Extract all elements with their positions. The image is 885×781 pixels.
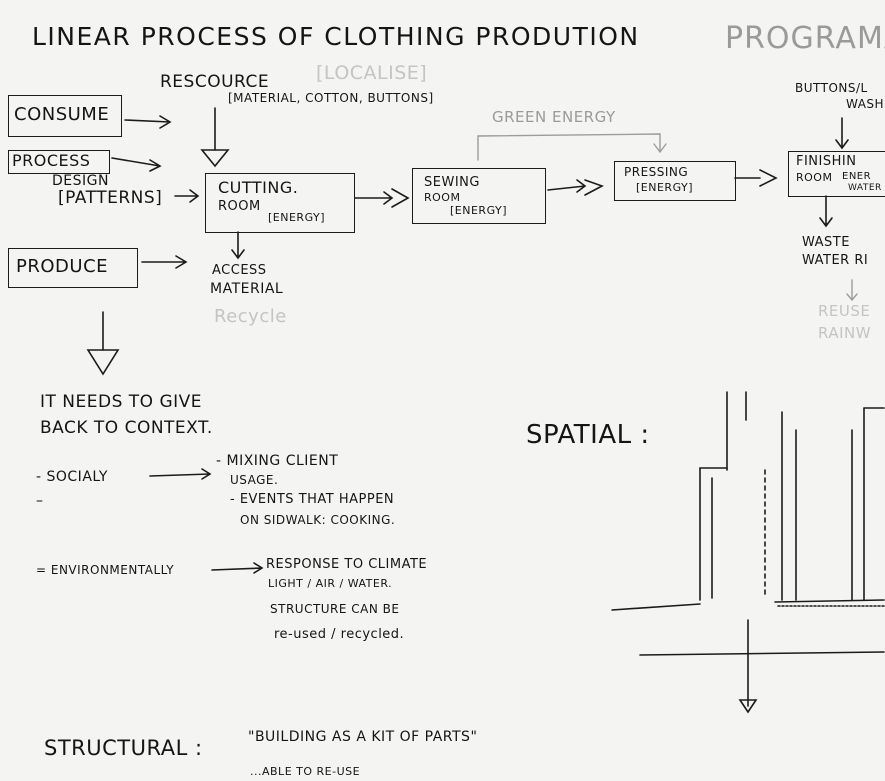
process-label: Process	[12, 151, 91, 170]
waste-down-arrow	[819, 195, 833, 228]
structural-label: Structural :	[44, 736, 203, 760]
environment-point-2b: re-used / recycled.	[274, 627, 405, 642]
environment-arrow	[211, 562, 264, 574]
sewing-label: Sewing	[424, 175, 480, 190]
page-title-programa: Programa	[725, 21, 885, 56]
environment-point-2: Structure can be	[270, 602, 400, 616]
patterns-arrow	[174, 189, 200, 203]
consume-box	[8, 95, 122, 137]
sewing-energy-label: [Energy]	[450, 204, 508, 217]
pressing-box	[614, 161, 736, 201]
spatial-section-sketch	[611, 391, 885, 714]
consume-arrow	[124, 115, 172, 129]
sewing-to-pressing-arrow	[547, 179, 587, 193]
cutting-room-box	[205, 173, 355, 233]
access-label: Access	[212, 263, 267, 278]
reuse-label: Reuse	[818, 302, 871, 320]
structural-quote: "Building as a kit of parts"	[248, 729, 478, 745]
resource-materials: [Material, Cotton, Buttons]	[228, 91, 434, 105]
wash-label: Wash	[846, 97, 885, 111]
cutting-energy-label: [Energy]	[268, 211, 326, 224]
pressing-energy-label: [Energy]	[636, 181, 694, 194]
design-label: Design	[52, 173, 109, 189]
finishing-room-box	[788, 151, 885, 197]
socially-point-2: - Events that happen	[230, 492, 395, 507]
context-heading-line-2: back to context.	[40, 418, 213, 438]
sewing-room-label: Room	[424, 191, 461, 204]
finishing-label: Finishin	[796, 154, 857, 169]
recycle-arrow	[846, 279, 858, 302]
cutting-to-sewing-arrow	[354, 191, 394, 205]
socially-point-1b: usage.	[230, 473, 279, 487]
sewing-room-box	[412, 168, 546, 224]
environmentally-label: = Environmentally	[36, 563, 175, 577]
consume-label: Consume	[14, 104, 110, 125]
water-label: Water Ri	[802, 253, 869, 268]
structural-next-line: ...able to re-use	[250, 765, 361, 778]
cutting-label: Cutting.	[218, 178, 299, 197]
finishing-room-label: Room	[796, 171, 833, 184]
green-energy-bracket	[477, 133, 661, 161]
access-arrow	[231, 231, 245, 260]
socially-dash: –	[36, 493, 44, 509]
produce-box	[8, 248, 138, 288]
spatial-label: Spatial :	[526, 420, 650, 450]
green-energy-label: Green Energy	[492, 108, 616, 126]
recycle-label: Recycle	[214, 306, 287, 327]
pressing-label: Pressing	[624, 165, 689, 179]
cutting-room-label: Room	[218, 199, 261, 214]
produce-arrow	[141, 255, 188, 269]
socially-point-1: - Mixing client	[216, 453, 339, 469]
socially-arrow	[149, 468, 212, 480]
finishing-water-label: Water	[848, 183, 882, 193]
resource-arrowhead	[200, 149, 230, 168]
resource-localise: [Localise]	[316, 62, 428, 84]
produce-label: Produce	[16, 256, 109, 277]
waste-label: Waste	[802, 235, 850, 250]
socially-point-2b: on sidwalk: cooking.	[240, 513, 396, 527]
socially-label: - Socialy	[36, 469, 108, 485]
rainwater-label: Rainw	[818, 324, 872, 342]
buttons-down-arrow	[835, 117, 849, 150]
buttons-label: Buttons/L	[795, 81, 868, 95]
material-label: Material	[210, 281, 284, 297]
finishing-energy-label: Ener	[842, 171, 872, 182]
environment-point-1b: light / air / water.	[268, 577, 393, 590]
resource-label: Rescource	[160, 72, 270, 92]
environment-point-1: Response to climate	[266, 557, 428, 572]
process-arrow	[111, 157, 162, 172]
context-heading-line-1: It needs to give	[40, 392, 203, 412]
process-box	[8, 150, 110, 174]
page-title: Linear Process of Clothing Prodution	[32, 22, 640, 51]
patterns-label: [Patterns]	[58, 188, 163, 208]
